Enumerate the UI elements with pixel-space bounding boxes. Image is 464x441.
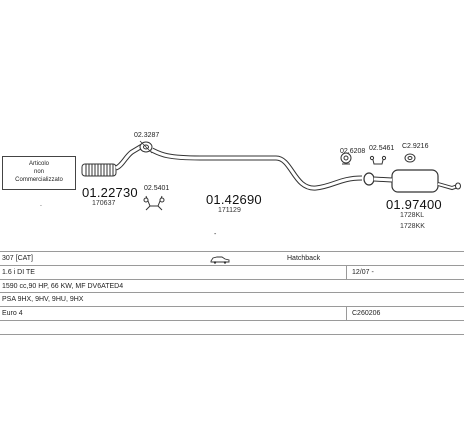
part-code-flex-pipe: 01.22730 — [82, 185, 138, 200]
table-divider — [0, 265, 464, 266]
note-line: Commercializzato — [15, 177, 63, 183]
table-divider — [0, 334, 464, 335]
flex-pipe-part — [81, 143, 144, 177]
gasket-c-part — [404, 153, 416, 163]
exhaust-system-drawing — [81, 140, 461, 211]
part-code-clamp-a: 02.6208 — [340, 148, 366, 155]
table-column-divider — [346, 265, 347, 279]
dot-mark: . — [40, 201, 42, 208]
part-ref-flex-pipe: 170637 — [92, 200, 116, 207]
gasket-top-part — [139, 140, 153, 154]
table-divider — [0, 292, 464, 293]
body-type: Hatchback — [287, 255, 321, 262]
table-divider — [0, 251, 464, 252]
table-divider — [0, 279, 464, 280]
not-sold-note: Articolo non Commercializzato — [2, 156, 76, 190]
vehicle-model: 307 [CAT] — [2, 255, 33, 262]
engine: 1.6 i DI TE — [2, 269, 35, 276]
table-divider — [0, 306, 464, 307]
clamp-a-part — [340, 152, 352, 165]
production-date: 12/07 - — [352, 269, 374, 276]
clamp-left-part — [143, 195, 165, 211]
clamp-b-part — [369, 155, 387, 165]
part-code-center-pipe: 01.42690 — [206, 192, 262, 207]
dash-mark: - — [214, 231, 217, 238]
center-pipe-part — [150, 147, 363, 191]
table-divider — [0, 320, 464, 321]
note-line: Articolo — [28, 161, 49, 167]
part-ref-rear-muffler: 1728KL — [400, 212, 425, 219]
part-code-gasket-c: C2.9216 — [402, 143, 429, 150]
emission-standard: Euro 4 — [2, 310, 23, 317]
engine-codes: PSA 9HX, 9HV, 9HU, 9HX — [2, 296, 84, 303]
part-code-clamp-b: 02.5461 — [369, 145, 395, 152]
table-column-divider — [346, 306, 347, 320]
rear-muffler-part — [363, 169, 461, 193]
part-ref-center-pipe: 171129 — [218, 207, 241, 214]
part-ref-rear-muffler: 1728KK — [400, 223, 425, 230]
part-code-clamp-left: 02.5401 — [144, 185, 170, 192]
catalog-code: C260206 — [352, 310, 381, 317]
engine-spec: 1590 cc,90 HP, 66 KW, MF DV6ATED4 — [2, 283, 124, 290]
car-icon — [210, 256, 230, 264]
part-code-gasket-top: 02.3287 — [134, 132, 160, 139]
note-line: non — [33, 169, 44, 175]
part-code-rear-muffler: 01.97400 — [386, 197, 442, 212]
